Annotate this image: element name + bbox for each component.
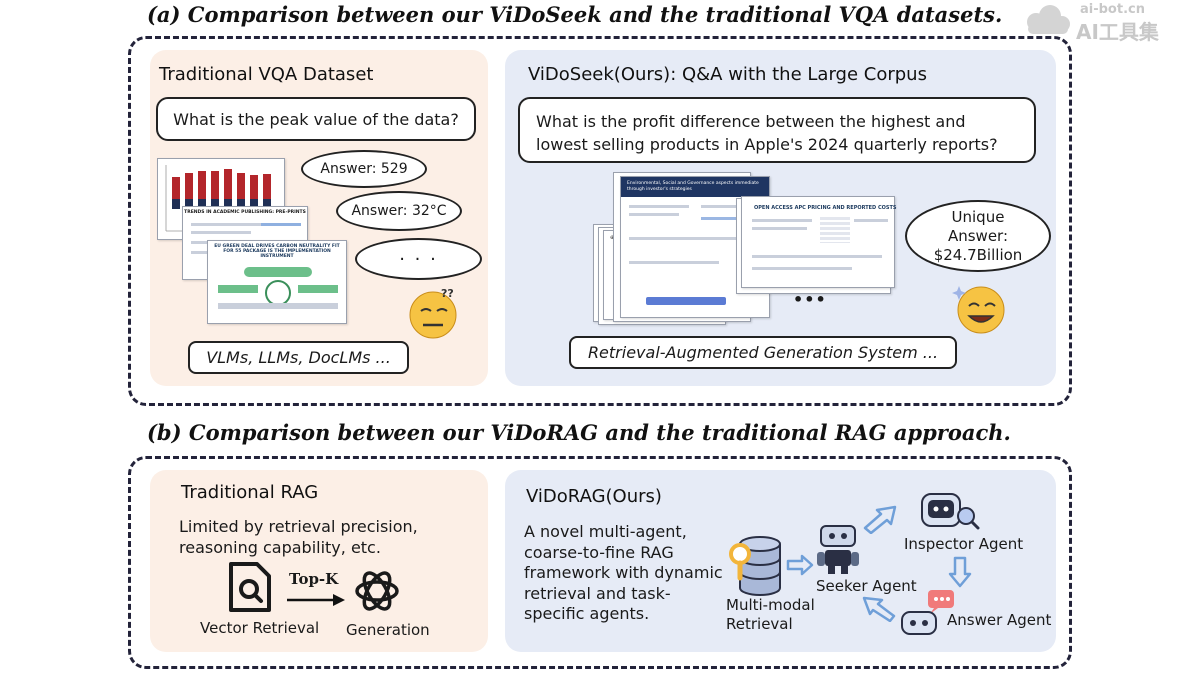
top-k-arrow [287,594,345,606]
multimodal-retrieval-label: Multi-modal Retrieval [726,596,815,633]
openai-logo-icon [355,571,399,611]
ellipsis-bubble: · · · [355,238,482,280]
traditional-rag-panel [150,470,488,652]
vector-retrieval-label: Vector Retrieval [200,619,320,637]
rag-system-label: Retrieval-Augmented Generation System ..… [569,336,957,369]
vidorag-title: ViDoRAG(Ours) [526,486,662,507]
watermark-line2: AI工具集 [1076,20,1159,44]
corpus-doc-apc: OPEN ACCESS APC PRICING AND REPORTED COS… [741,196,897,288]
answer-529-bubble: Answer: 529 [301,150,427,188]
seeker-agent-label: Seeker Agent [816,577,917,595]
thinking-face-icon: ?? [409,287,457,339]
svg-text:??: ?? [441,287,454,300]
more-docs-dots: ••• [793,290,827,309]
section-a-frame [128,36,1072,406]
vidorag-desc: A novel multi-agent, coarse-to-fine RAG … [524,522,723,623]
bar-chart-thumbnail [165,165,280,232]
answer-robot-icon [901,590,954,635]
green-deal-doc-title: EU GREEN DEAL DRIVES CARBON NEUTRALITY F… [214,244,340,259]
inspector-robot-icon [921,493,980,530]
preprints-doc-title: TRENDS IN ACADEMIC PUBLISHING: PRE-PRINT… [184,210,306,215]
watermark-logo-icon [1027,5,1070,34]
green-deal-doc: EU GREEN DEAL DRIVES CARBON NEUTRALITY F… [207,240,347,324]
arrow-to-seeker [786,554,814,576]
search-doc-icon [229,562,271,612]
arrow-to-inspector [863,505,897,534]
seeker-robot-icon [817,525,859,574]
inspector-agent-label: Inspector Agent [904,535,1024,553]
database-search-icon [729,536,781,596]
arrow-back-to-seeker [862,596,896,622]
vidoseek-title: ViDoSeek(Ours): Q&A with the Large Corpu… [528,64,927,85]
unique-answer-bubble: Unique Answer: $24.7Billion [905,200,1051,272]
answer-agent-label: Answer Agent [947,611,1052,629]
top-k-label: Top-K [289,570,339,588]
smiling-face-icon [952,286,1005,334]
section-b-title: (b) Comparison between our ViDoRAG and t… [147,420,1011,445]
traditional-rag-title: Traditional RAG [181,482,319,503]
green-deal-diagram [218,267,338,309]
vqa-question-bubble: What is the peak value of the data? [156,97,476,141]
traditional-rag-desc: Limited by retrieval precision, reasonin… [179,517,418,557]
traditional-vqa-title: Traditional VQA Dataset [159,64,374,85]
section-a-title: (a) Comparison between our ViDoSeek and … [147,2,1003,27]
apc-doc-title: OPEN ACCESS APC PRICING AND REPORTED COS… [754,205,897,211]
arrow-to-answer [948,556,972,588]
watermark-line1: ai-bot.cn [1080,2,1145,17]
answer-32c-bubble: Answer: 32°C [336,191,462,231]
section-b-frame [128,456,1072,669]
vidoseek-question-bubble: What is the profit difference between th… [518,97,1036,163]
models-label: VLMs, LLMs, DocLMs ... [188,341,409,374]
esg-doc-title: Environmental, Social and Governance asp… [621,177,769,197]
generation-label: Generation [346,621,430,639]
